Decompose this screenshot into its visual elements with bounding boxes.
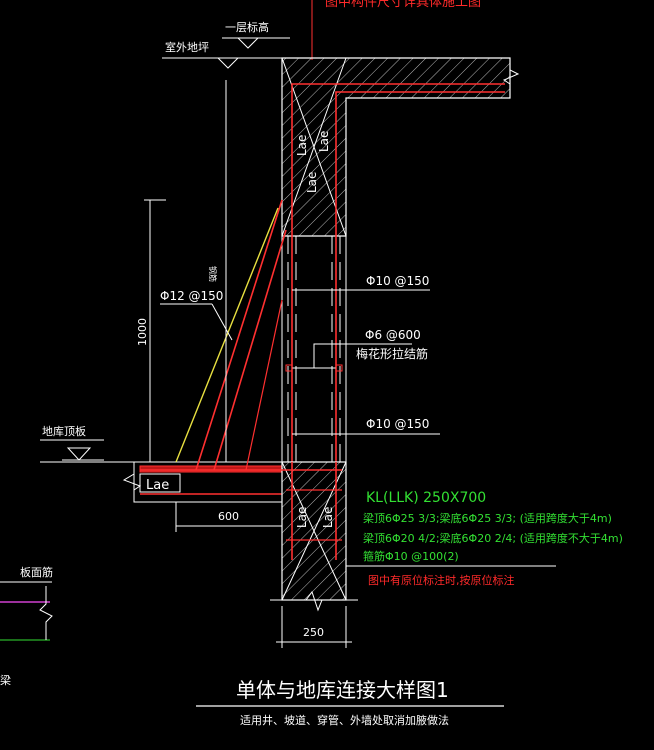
lae-label-wall-1: Lae xyxy=(295,135,309,156)
steel-lower-label: Φ10 @150 xyxy=(366,417,429,431)
garage-roof-label: 地库顶板 xyxy=(42,424,86,438)
incline-rebar-2 xyxy=(213,229,287,471)
lae-label-slab: Lae xyxy=(146,478,169,493)
lae-label-wall-3: Lae xyxy=(305,172,319,193)
floor-level-marker xyxy=(236,37,260,49)
beam-spec-title: KL(LLK) 250X700 xyxy=(366,490,486,506)
slab-break-mark xyxy=(502,58,520,98)
beam-spec-line1: 梁顶6Φ25 3/3;梁底6Φ25 3/3; (适用跨度大于4m) xyxy=(363,511,612,525)
left-edge-label: 梁 xyxy=(0,673,11,687)
tie-spacing-label: Φ6 @600 xyxy=(365,328,421,342)
left-board-label: 板面筋 xyxy=(20,565,53,579)
small-vertical-label: 钢筋 xyxy=(208,266,218,282)
slab-top-band xyxy=(139,465,283,473)
floor-level-label: 一层标高 xyxy=(225,20,269,34)
incline-line-yellow xyxy=(175,207,279,463)
steel-upper-label: Φ10 @150 xyxy=(366,274,429,288)
beam-break-bottom xyxy=(282,590,346,612)
top-red-note: 图中构件尺寸详具体施工图 xyxy=(325,0,481,10)
diag-bar-label: Φ12 @150 xyxy=(160,289,223,303)
diag-bar-leader-2 xyxy=(211,303,233,341)
outdoor-ground-label: 室外地坪 xyxy=(165,40,209,54)
beam-spec-note: 图中有原位标注时,按原位标注 xyxy=(368,573,515,587)
rebar-upper-b xyxy=(335,91,505,236)
leader-tie xyxy=(313,343,412,368)
drawing-title: 单体与地库连接大样图1 xyxy=(236,678,449,702)
lae-label-beam-1: Lae xyxy=(295,507,309,528)
incline-rebar-3 xyxy=(245,299,283,471)
lae-label-wall-2: Lae xyxy=(317,131,331,152)
garage-roof-marker xyxy=(66,447,92,461)
tie-hook-1 xyxy=(285,364,293,372)
lae-box xyxy=(139,473,181,493)
outdoor-ground-marker xyxy=(216,57,240,69)
left-break xyxy=(39,586,53,640)
slab-break-left xyxy=(122,462,142,502)
dim-600-label: 600 xyxy=(218,510,239,523)
drawing-subtitle: 适用井、坡道、穿管、外墙处取消加腋做法 xyxy=(240,713,449,727)
dim-250-label: 250 xyxy=(303,626,324,639)
lae-label-beam-2: Lae xyxy=(321,507,335,528)
dim-1000-label: 1000 xyxy=(136,318,149,346)
beam-spec-line3: 箍筋Φ10 @100(2) xyxy=(363,549,459,563)
beam-spec-line2: 梁顶6Φ20 4/2;梁底6Φ20 2/4; (适用跨度不大于4m) xyxy=(363,531,623,545)
tie-hook-2 xyxy=(335,364,343,372)
rebar-upper-a xyxy=(291,83,505,236)
incline-rebar-1 xyxy=(195,199,283,471)
tie-desc-label: 梅花形拉结筋 xyxy=(356,346,428,361)
